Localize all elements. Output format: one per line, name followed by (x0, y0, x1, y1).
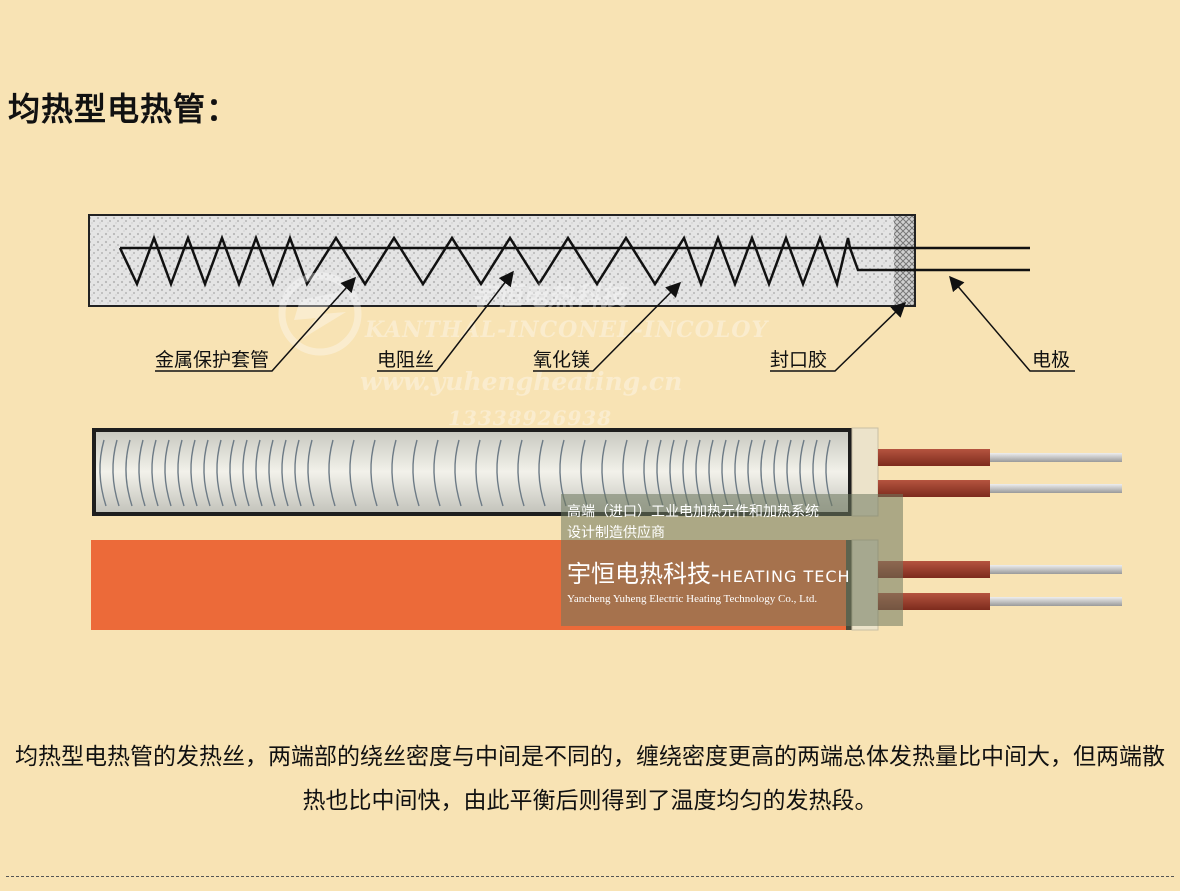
coil-turn (177, 439, 185, 507)
lead-wire-1 (878, 449, 990, 466)
label-seal: 封口胶 (770, 349, 827, 371)
coil-turn (164, 439, 172, 507)
overlay-company-en: Yancheng Yuheng Electric Heating Technol… (567, 593, 818, 605)
leader-wire (377, 270, 514, 372)
leader-mgo (533, 281, 682, 372)
label-electrode: 电极 (1032, 349, 1070, 371)
coil-turn (268, 439, 276, 507)
coil-turn (391, 439, 399, 507)
overlay-line2: 设计制造供应商 (567, 525, 665, 541)
coil-turn (294, 439, 302, 507)
coil-turn (99, 439, 107, 507)
coil-turn (475, 439, 483, 507)
seal-plug (894, 216, 914, 305)
company-overlay-card: 高端（进口）工业电加热元件和加热系统 设计制造供应商 宇恒电热科技-HEATIN… (561, 494, 903, 626)
pin-3 (990, 565, 1122, 574)
watermark-phone: 13338926938 (448, 406, 612, 430)
lead-wire-4 (878, 593, 990, 610)
pin-2 (990, 484, 1122, 493)
coil-turn (242, 439, 250, 507)
watermark-alloys: KANTHAL-INCONEL-INCOLOY (364, 317, 769, 343)
coil-turn (112, 439, 120, 507)
coil-turn (281, 439, 289, 507)
coil-turn (496, 439, 504, 507)
overlay-brand-cn: 宇恒电热科技- (567, 560, 720, 588)
dashed-divider (6, 876, 1174, 877)
description-text: 均热型电热管的发热丝，两端部的绕丝密度与中间是不同的，缠绕密度更高的两端总体发热… (15, 744, 1165, 814)
schematic-tube (88, 214, 1030, 307)
page-title: 均热型电热管： (8, 90, 240, 128)
coil-turn (190, 439, 198, 507)
label-wire: 电阻丝 (377, 349, 434, 371)
coil-turn (203, 439, 211, 507)
coil-turn (255, 439, 263, 507)
watermark-company: 宇恒电热科技 (470, 282, 630, 312)
overlay-brand: 宇恒电热科技-HEATING TECH (567, 554, 897, 589)
overlay-line1: 高端（进口）工业电加热元件和加热系统 (567, 504, 819, 520)
coil-turn (151, 439, 159, 507)
coil-turn (229, 439, 237, 507)
coil-turn (307, 439, 315, 507)
lead-wire-3 (878, 561, 990, 578)
electrode-rod-bottom (848, 247, 1030, 272)
coil-turn (370, 439, 378, 507)
leader-sheath (155, 276, 356, 372)
resistance-wire-coil (118, 234, 852, 289)
overlay-brand-en: HEATING TECH (719, 567, 851, 586)
leader-seal (770, 301, 907, 372)
pin-4 (990, 597, 1122, 606)
label-sheath: 金属保护套管 (155, 349, 269, 371)
label-mgo: 氧化镁 (533, 349, 590, 371)
lead-wire-2 (878, 480, 990, 497)
coil-turn (138, 439, 146, 507)
leader-electrode (949, 275, 1075, 372)
component-labels: 金属保护套管 电阻丝 氧化镁 封口胶 电极 (155, 270, 1075, 372)
coil-turn (328, 439, 336, 507)
coil-turn (349, 439, 357, 507)
yuheng-logo-icon (278, 272, 362, 356)
coil-turn (216, 439, 224, 507)
coil-turn (538, 439, 546, 507)
coil-turn (125, 439, 133, 507)
coil-turn (412, 439, 420, 507)
watermark-url: www.yuhengheating.cn (360, 367, 682, 396)
watermark: 宇恒电热科技 KANTHAL-INCONEL-INCOLOY www.yuhen… (278, 272, 769, 430)
coil-turn (454, 439, 462, 507)
coil-turn (433, 439, 441, 507)
coil-turn (517, 439, 525, 507)
pin-1 (990, 453, 1122, 462)
